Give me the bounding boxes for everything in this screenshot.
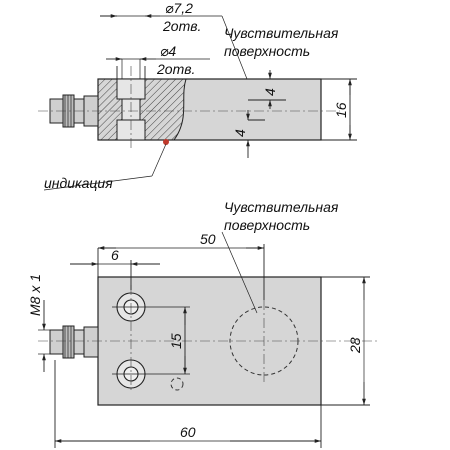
top-view — [38, 231, 380, 448]
dim-15: 15 — [168, 333, 184, 349]
indicator-led-icon — [163, 139, 169, 145]
hole-large-diameter: ⌀7,2 — [165, 0, 193, 16]
indicator-led-hidden-icon — [170, 377, 184, 391]
dim-50: 50 — [200, 231, 216, 247]
dim-6: 6 — [111, 247, 119, 263]
hole-small-diameter: ⌀4 — [160, 43, 176, 59]
sensing-surface-label-top-2: поверхность — [224, 43, 310, 59]
sensing-surface-label-bottom-1: Чувствительная — [224, 199, 339, 215]
sensing-surface-label-bottom-2: поверхность — [224, 217, 310, 233]
indication-label: индикация — [44, 175, 113, 191]
dim-16: 16 — [333, 102, 349, 118]
hole-small-count: 2отв. — [156, 61, 195, 77]
sensing-surface-label-top-1: Чувствительная — [224, 25, 339, 41]
dim-m8-thread: M8 x 1 — [27, 274, 43, 316]
hole-large-count: 2отв. — [162, 18, 201, 34]
dim-4-upper: 4 — [262, 88, 278, 96]
connector-top — [49, 325, 99, 359]
dim-60: 60 — [180, 424, 196, 440]
dim-28: 28 — [347, 337, 363, 354]
side-view — [38, 14, 357, 191]
dim-4-lower: 4 — [232, 129, 248, 137]
